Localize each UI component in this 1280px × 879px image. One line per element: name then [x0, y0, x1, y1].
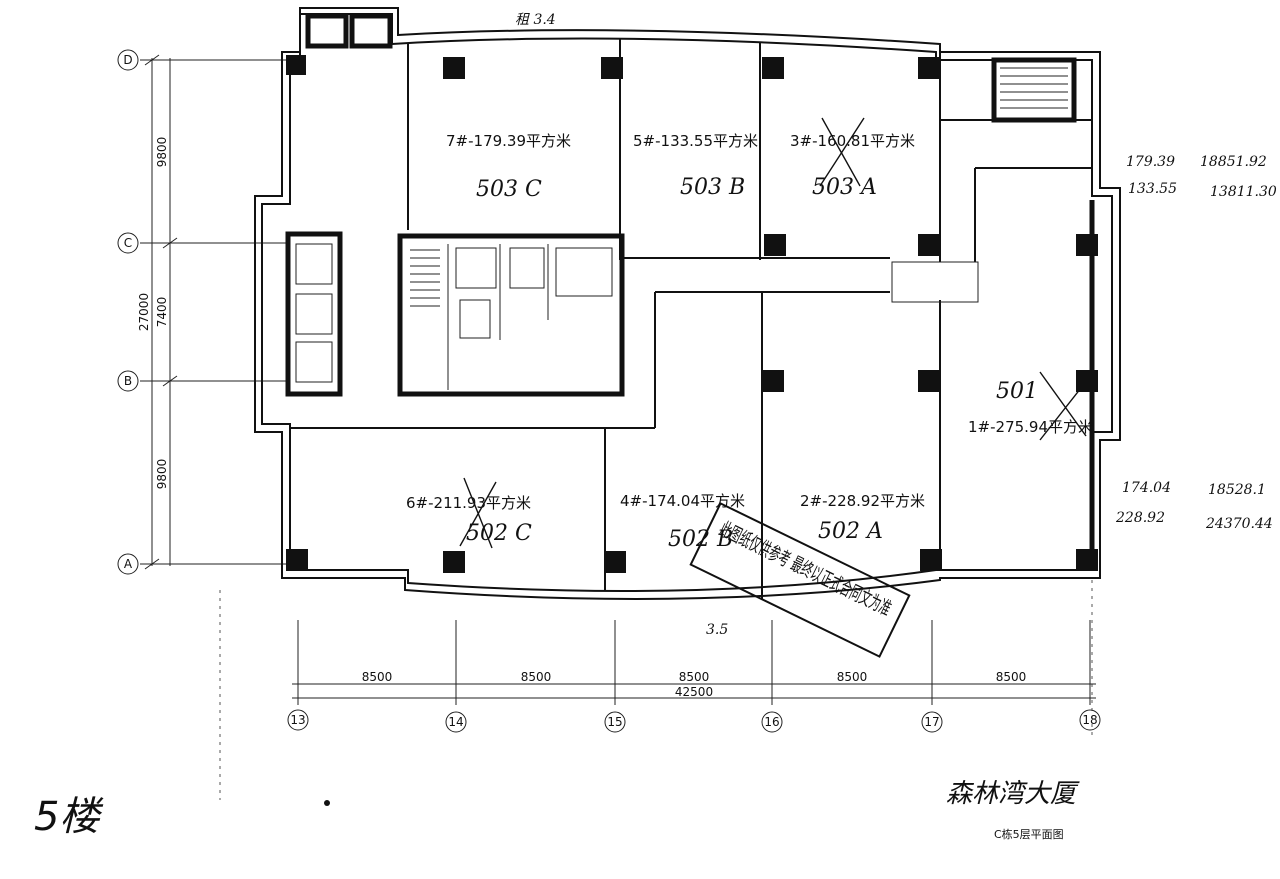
unit-handwritten-number: 502 A [818, 519, 883, 544]
unit-2[interactable]: 2#-228.92平方米 502 A [800, 492, 925, 544]
unit-label: 2#-228.92平方米 [800, 492, 925, 510]
unit-label: 1#-275.94平方米 [968, 418, 1093, 436]
side-note-area: 179.39 [1126, 154, 1175, 170]
axis-tag-18: 18 [1082, 713, 1097, 727]
unit-3[interactable]: 3#-160.81平方米 503 A [790, 117, 915, 200]
row-axis-tags: D C B A [117, 49, 139, 575]
dim-seg-4: 8500 [837, 670, 868, 684]
side-note-price: 24370.44 [1205, 516, 1273, 532]
horizontal-dimension-chain: 8500 8500 8500 8500 8500 42500 [292, 620, 1096, 705]
dim-total-horizontal: 42500 [675, 685, 713, 699]
side-note-area: 133.55 [1128, 181, 1177, 197]
unit-label: 6#-211.93平方米 [406, 494, 531, 512]
dim-middle-vertical: 7400 [155, 297, 169, 328]
handwritten-bottom-note: 3.5 [706, 622, 728, 638]
unit-5[interactable]: 5#-133.55平方米 503 B [633, 132, 758, 200]
side-note-area: 228.92 [1115, 510, 1165, 526]
unit-handwritten-number: 503 C [476, 177, 542, 202]
structural-columns [286, 55, 1098, 573]
strike-mark [1039, 373, 1093, 441]
strike-mark [821, 117, 861, 187]
unit-1[interactable]: 1#-275.94平方米 501 [968, 371, 1093, 441]
unit-handwritten-number: 501 [996, 379, 1038, 404]
side-calculation-notes: 179.39 18851.92 133.55 13811.30 174.04 1… [1115, 154, 1277, 532]
axis-tag-14: 14 [448, 715, 463, 729]
dim-upper-vertical: 9800 [155, 137, 169, 168]
dim-lower-vertical: 9800 [155, 459, 169, 490]
dim-seg-2: 8500 [521, 670, 552, 684]
unit-7[interactable]: 7#-179.39平方米 503 C [446, 132, 571, 202]
side-note-price: 13811.30 [1210, 184, 1277, 200]
dim-seg-3: 8500 [679, 670, 710, 684]
axis-tag-b: B [124, 374, 132, 388]
drawing-title: C栋5层平面图 [994, 827, 1064, 841]
unit-label: 4#-174.04平方米 [620, 492, 745, 510]
axis-tag-d: D [123, 53, 132, 67]
column-axis-tags: 13 14 15 16 17 18 [287, 709, 1101, 733]
signature-note: 森林湾大厦 [946, 779, 1080, 809]
axis-tag-c: C [124, 236, 132, 250]
unit-handwritten-number: 503 B [680, 175, 745, 200]
unit-handwritten-number: 503 A [812, 175, 877, 200]
unit-label: 5#-133.55平方米 [633, 132, 758, 150]
strike-mark [459, 481, 497, 547]
ink-dot [324, 800, 330, 806]
axis-tag-13: 13 [290, 713, 305, 727]
unit-label: 7#-179.39平方米 [446, 132, 571, 150]
side-note-area: 174.04 [1122, 480, 1171, 496]
strike-mark [819, 117, 865, 187]
axis-tag-15: 15 [607, 715, 622, 729]
axis-tag-16: 16 [764, 715, 779, 729]
unit-4[interactable]: 4#-174.04平方米 502 B [620, 492, 745, 552]
unit-6[interactable]: 6#-211.93平方米 502 C [406, 477, 532, 549]
unit-label: 3#-160.81平方米 [790, 132, 915, 150]
dim-seg-1: 8500 [362, 670, 393, 684]
axis-tag-a: A [124, 557, 133, 571]
handwritten-top-note: 租 3.4 [515, 12, 556, 28]
strike-mark [1039, 371, 1087, 437]
axis-tag-17: 17 [924, 715, 939, 729]
building-outline [254, 7, 1121, 600]
unit-handwritten-number: 502 C [466, 521, 532, 546]
floor-note: 5楼 [34, 794, 104, 840]
unit-handwritten-number: 502 B [668, 527, 733, 552]
dim-total-vertical: 27000 [137, 293, 151, 331]
vertical-dimension-chain: 27000 9800 7400 9800 [137, 54, 290, 570]
side-note-price: 18528.1 [1208, 482, 1266, 498]
dim-seg-5: 8500 [996, 670, 1027, 684]
side-note-price: 18851.92 [1200, 154, 1267, 170]
